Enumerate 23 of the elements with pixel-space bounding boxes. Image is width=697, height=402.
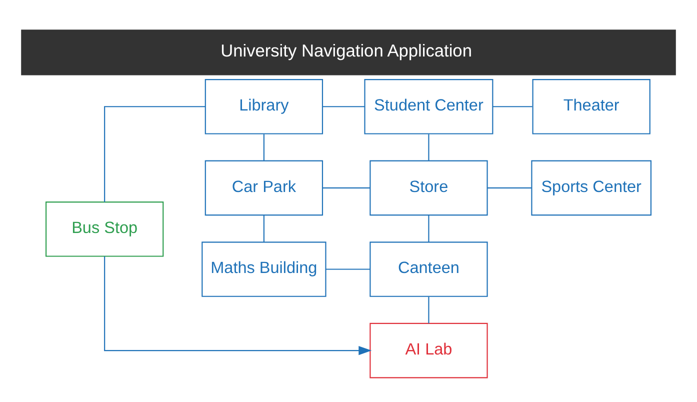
node-box: Maths Building	[202, 241, 326, 296]
connector	[322, 186, 370, 188]
connector	[104, 106, 206, 202]
diagram-title: University Navigation Application	[220, 40, 472, 60]
connector	[326, 268, 370, 270]
node-box: Car Park	[204, 160, 324, 216]
connector	[322, 106, 365, 107]
node-box: Store	[370, 160, 488, 216]
connector	[263, 214, 264, 242]
node-box: Library	[204, 78, 324, 134]
node-box: Theater	[532, 78, 650, 134]
connector	[487, 186, 532, 188]
node-box: AI Lab	[370, 322, 488, 378]
arrow	[104, 256, 372, 355]
node-box: Sports Center	[531, 160, 652, 216]
node-box: Canteen	[370, 241, 488, 296]
connector	[428, 296, 430, 323]
connector	[428, 214, 430, 242]
connector	[263, 134, 264, 160]
connector	[428, 134, 430, 160]
node-box: Bus Stop	[46, 201, 164, 256]
node-box: Student Center	[364, 78, 494, 134]
connector	[492, 106, 532, 107]
